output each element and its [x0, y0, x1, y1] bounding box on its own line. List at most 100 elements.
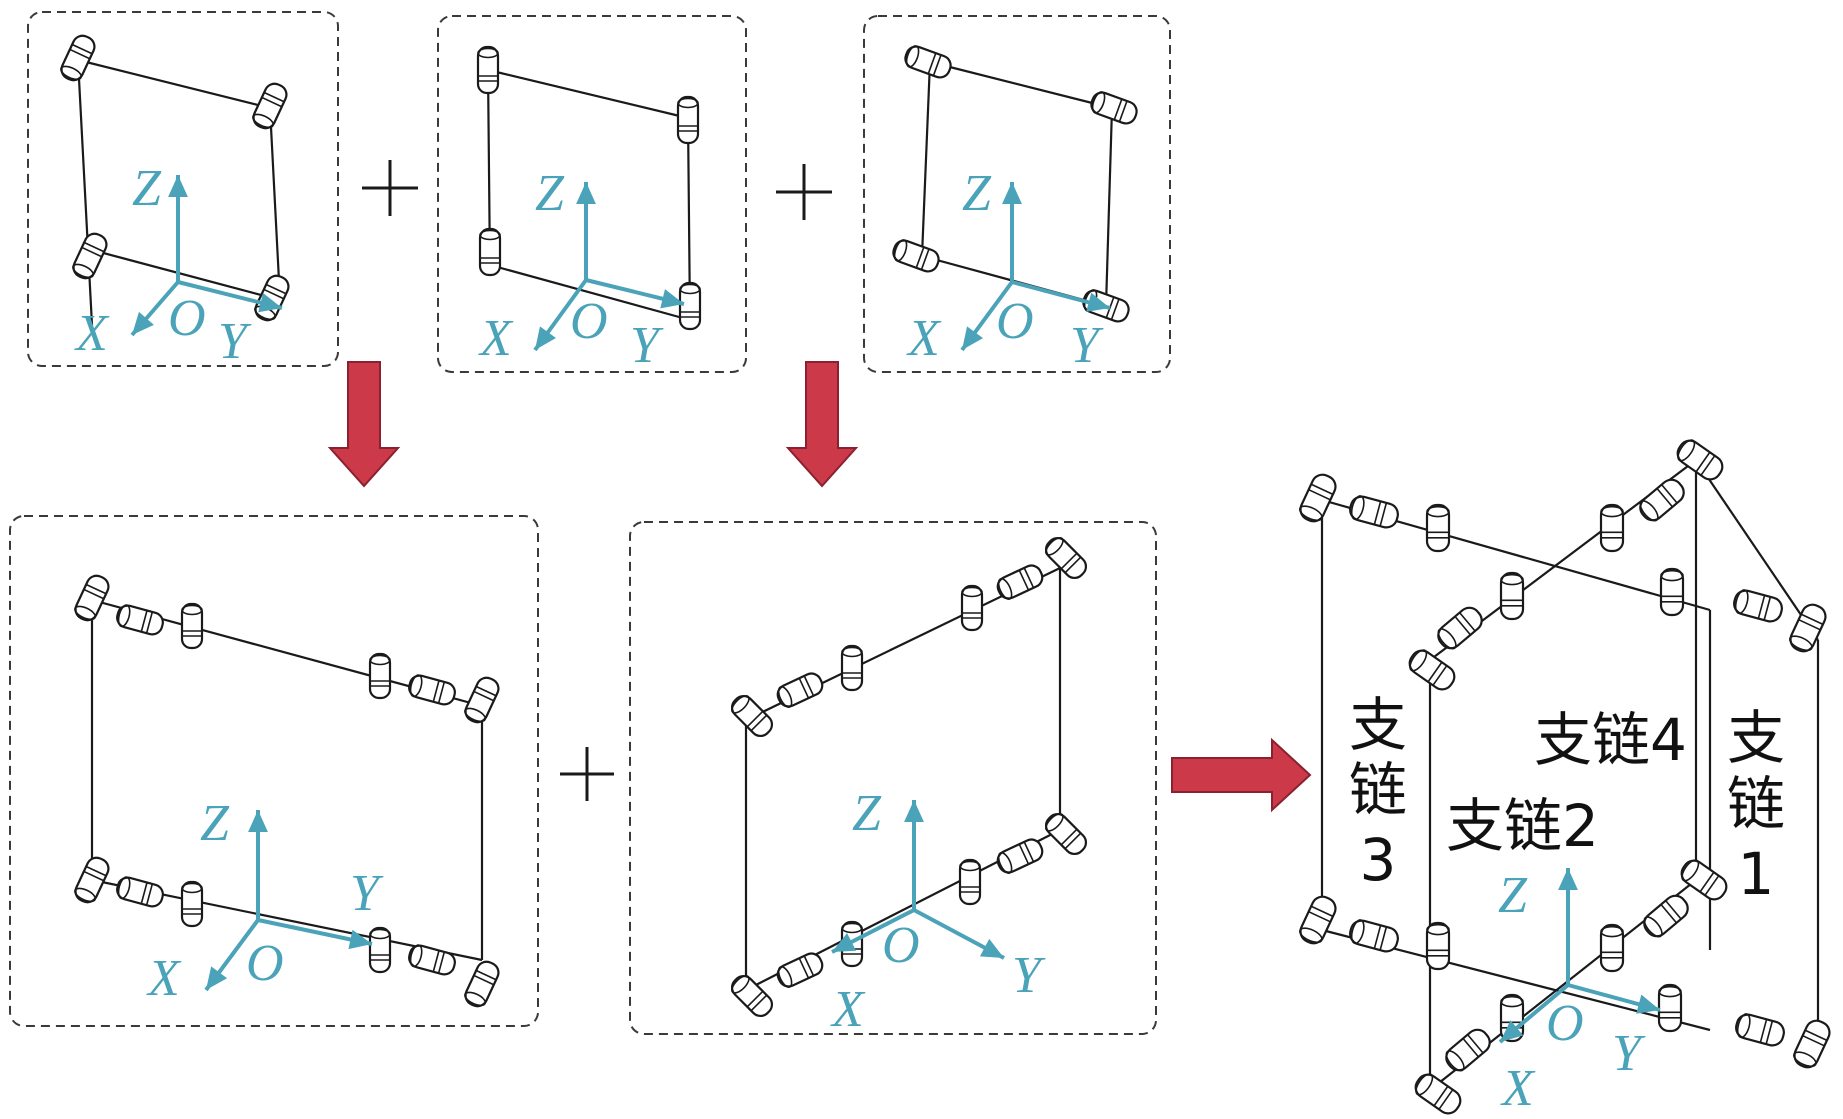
revolute-joint: [996, 564, 1044, 600]
z-axis-label: Z: [200, 795, 230, 852]
panel-d-frame: [9, 515, 539, 1027]
x-axis-label: X: [906, 310, 942, 367]
z-axis-arrowhead: [248, 810, 268, 832]
revolute-joint: [676, 95, 700, 145]
chain-2-label: 支链2: [1446, 792, 1599, 860]
revolute-joint: [892, 239, 940, 273]
x-axis-label: X: [1500, 1060, 1536, 1117]
revolute-joint: [180, 880, 204, 928]
panel-c-frame: [863, 15, 1171, 373]
revolute-joint: [74, 856, 110, 904]
y-axis-label: Y: [1070, 317, 1104, 374]
revolute-joint: [1349, 919, 1399, 953]
revolute-joint: [1090, 91, 1138, 125]
plus-sign-bottom: [560, 747, 614, 801]
revolute-joint: [1735, 1013, 1785, 1047]
x-axis-arrowhead: [206, 966, 228, 990]
x-axis-arrowhead: [132, 311, 154, 335]
revolute-joint: [74, 574, 110, 622]
y-axis-arrowhead: [1086, 292, 1110, 312]
chain-1-label: 支 链 1: [1727, 704, 1785, 908]
down-arrow-1: [327, 361, 401, 488]
revolute-joint: [1792, 1019, 1831, 1069]
panel-b-frame: [437, 15, 747, 373]
x-axis-label: X: [478, 310, 514, 367]
link: [91, 248, 281, 302]
revolute-joint: [60, 34, 96, 82]
revolute-joint: [958, 858, 982, 906]
z-axis-arrowhead: [1002, 182, 1022, 204]
panel-e-frame: [629, 521, 1157, 1035]
plus-sign-top-1: +: [362, 160, 418, 216]
x-axis-arrowhead: [962, 326, 984, 350]
origin-axis-label: O: [570, 293, 608, 350]
plus-sign-top-2: [776, 164, 832, 220]
revolute-joint: [1298, 473, 1337, 523]
revolute-joint: [116, 604, 164, 636]
revolute-joint: [464, 960, 500, 1008]
revolute-joint: [1044, 812, 1088, 856]
revolute-joint: [1445, 1028, 1491, 1072]
revolute-joint: [1499, 571, 1525, 621]
x-axis-arrowhead: [832, 933, 857, 952]
revolute-joint: [1680, 859, 1728, 901]
revolute-joint: [1044, 536, 1088, 580]
chain-3-char-2: 链: [1349, 756, 1407, 824]
y-axis-arrowhead: [1636, 994, 1660, 1014]
revolute-joint: [840, 644, 864, 692]
z-axis-label: Z: [132, 160, 162, 217]
x-axis-arrowhead: [535, 326, 556, 350]
link: [487, 68, 689, 120]
right-arrow: [1171, 737, 1312, 813]
chain-1-char-3: 1: [1738, 840, 1775, 908]
chain-3-char-3: 3: [1360, 826, 1397, 894]
revolute-joint: [1788, 603, 1827, 653]
revolute-joint: [252, 82, 288, 130]
chain-3-label: 支 链 3: [1349, 691, 1407, 894]
revolute-joint: [408, 944, 456, 976]
coordinate-frame: Z X YO: [906, 165, 1111, 374]
z-axis-arrowhead: [904, 800, 924, 822]
z-axis-label: Z: [852, 785, 882, 842]
link: [1695, 459, 1819, 641]
revolute-joint: [368, 652, 392, 700]
revolute-joint: [996, 838, 1044, 874]
revolute-joint: [1639, 478, 1685, 522]
y-axis-label: Y: [218, 313, 252, 370]
revolute-joint: [1599, 923, 1625, 973]
z-axis-label: Z: [962, 165, 992, 222]
revolute-joint: [1425, 503, 1451, 553]
x-axis-label: X: [74, 305, 110, 362]
chain-1-char-2: 链: [1727, 770, 1785, 838]
origin-axis-label: O: [996, 293, 1034, 350]
link: [489, 263, 691, 322]
revolute-joint: [368, 926, 392, 974]
revolute-joint: [904, 45, 952, 79]
y-axis-arrowhead: [258, 293, 282, 313]
z-axis-arrowhead: [1558, 868, 1578, 890]
origin-axis-label: O: [246, 935, 284, 992]
revolute-joint: [1437, 606, 1483, 650]
revolute-joint: [478, 227, 502, 277]
z-axis-arrowhead: [576, 182, 596, 204]
link: [76, 59, 94, 326]
revolute-joint: [1349, 495, 1399, 529]
link: [268, 107, 282, 301]
x-axis-label: X: [830, 981, 866, 1038]
revolute-joint: [1733, 589, 1783, 623]
origin-axis-label: O: [1546, 995, 1584, 1052]
origin-axis-label: O: [168, 290, 206, 347]
revolute-joint: [960, 584, 984, 632]
revolute-joint: [116, 876, 164, 908]
link: [1104, 107, 1114, 307]
revolute-joint: [1659, 567, 1685, 617]
revolute-joint: [254, 274, 290, 322]
y-axis-label: Y: [1012, 947, 1046, 1004]
y-axis-arrowhead: [348, 929, 372, 950]
z-axis-label: Z: [535, 165, 565, 222]
